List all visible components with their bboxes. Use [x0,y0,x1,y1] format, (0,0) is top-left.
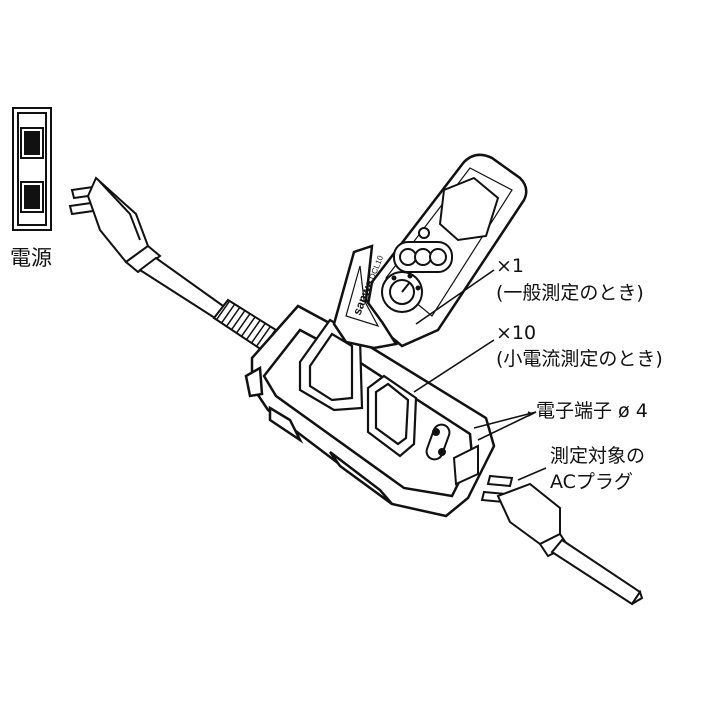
wall-outlet [12,107,52,231]
meter-display [438,176,500,242]
electronic-terminals [425,423,479,486]
range-x10-note: (小電流測定のとき) [496,348,663,370]
range-x10-label: ×10 [496,322,537,344]
target-plug-label-line2: ACプラグ [550,471,633,493]
meter-buttons [393,227,453,273]
supply-cord [138,256,278,352]
terminal-label: 電子端子 ø 4 [536,400,648,422]
range-x1-label: ×1 [496,255,525,277]
power-source-label: 電源 [10,246,52,270]
target-plug-label-line1: 測定対象の [550,445,646,467]
range-x1-note: (一般測定のとき) [496,282,644,304]
target-cord [550,538,644,606]
leader-lines [413,269,547,481]
rotary-dial [381,271,423,313]
adapter-window-right [366,374,418,458]
supply-plug [68,176,162,274]
